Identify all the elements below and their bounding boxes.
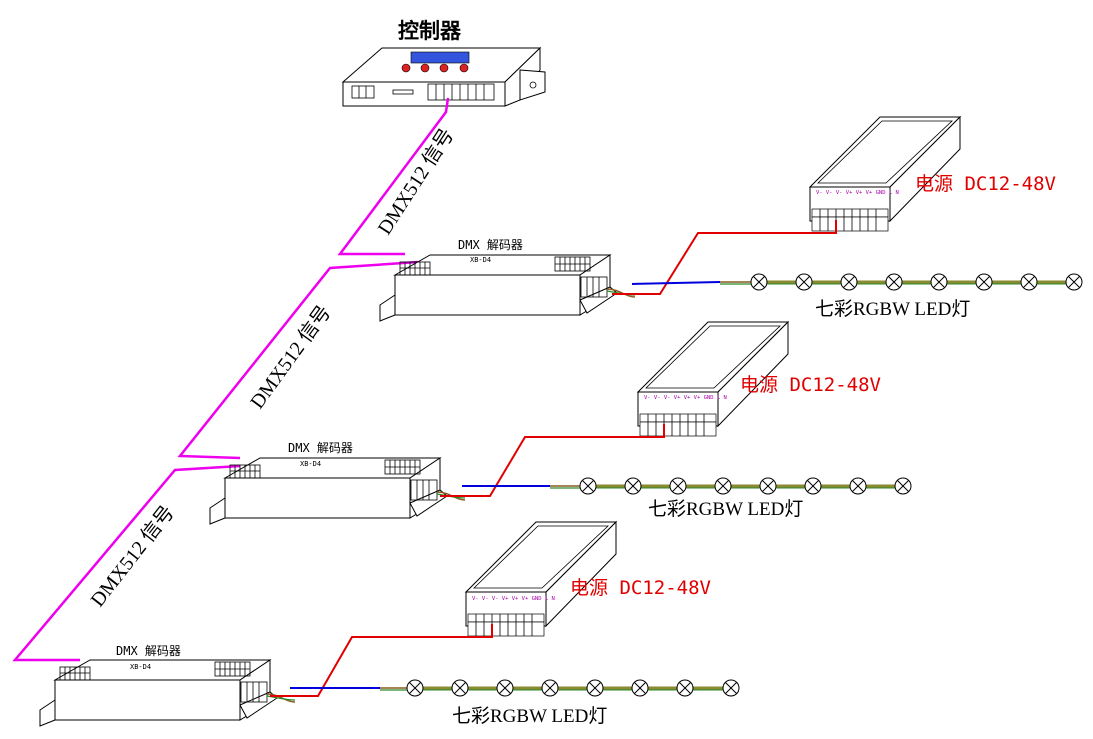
lamp-strip-1: 七彩RGBW LED灯 bbox=[750, 273, 1083, 320]
lamp-bulb-icon bbox=[885, 273, 903, 291]
decoder-2-label: DMX 解码器 bbox=[288, 441, 353, 455]
controller: 控制器 bbox=[341, 19, 546, 107]
lamp-bulb-icon bbox=[795, 273, 813, 291]
decoder-1: DMX 解码器 XB-D4 bbox=[379, 238, 636, 322]
lamp-bulb-icon bbox=[541, 679, 559, 697]
decoder-3: DMX 解码器 XB-D4 bbox=[39, 644, 296, 727]
controller-button bbox=[401, 63, 411, 73]
lamp-bulb-icon bbox=[586, 679, 604, 697]
dmx-wire-1 bbox=[337, 97, 450, 256]
lamp-2-label: 七彩RGBW LED灯 bbox=[648, 498, 803, 520]
controller-label: 控制器 bbox=[398, 19, 462, 43]
lamp-bulb-icon bbox=[750, 273, 768, 291]
lamp-3-label: 七彩RGBW LED灯 bbox=[452, 705, 607, 727]
power-supply-3: V- V- V- V+ V+ V+ GND L N 电源 DC12-48V bbox=[465, 521, 711, 637]
lamp-bulb-icon bbox=[496, 679, 514, 697]
psu-3-label: 电源 DC12-48V bbox=[570, 577, 711, 599]
lamp-bulb-icon bbox=[676, 679, 694, 697]
lamp-bulb-icon bbox=[930, 273, 948, 291]
lamp-bulb-icon bbox=[1020, 273, 1038, 291]
dmx-wire-3 bbox=[12, 464, 241, 662]
controller-button bbox=[420, 63, 430, 73]
power-supply-2: V- V- V- V+ V+ V+ GND L N 电源 DC12-48V bbox=[637, 321, 881, 437]
controller-button bbox=[439, 63, 449, 73]
power-supply-1: V- V- V- V+ V+ V+ GND L N 电源 DC12-48V bbox=[809, 116, 1056, 232]
lamp-bulb-icon bbox=[894, 477, 912, 495]
signal-label-3: DMX512 信号 bbox=[86, 501, 179, 611]
psu-2-terminals: V- V- V- V+ V+ V+ GND L N bbox=[644, 395, 727, 401]
lamp-1-label: 七彩RGBW LED灯 bbox=[815, 298, 970, 320]
lamp-bulb-icon bbox=[804, 477, 822, 495]
lamp-bulb-icon bbox=[714, 477, 732, 495]
decoder-2: DMX 解码器 XB-D4 bbox=[209, 441, 466, 525]
lamp-bulb-icon bbox=[631, 679, 649, 697]
lamp-strip-2: 七彩RGBW LED灯 bbox=[579, 477, 912, 520]
lamp-bulb-icon bbox=[840, 273, 858, 291]
controller-button bbox=[459, 63, 469, 73]
lamp-bulb-icon bbox=[451, 679, 469, 697]
lamp-strip-3: 七彩RGBW LED灯 bbox=[406, 679, 740, 727]
lamp-bulb-icon bbox=[406, 679, 424, 697]
lamp-bulb-icon bbox=[975, 273, 993, 291]
decoder-2-model: XB-D4 bbox=[300, 460, 321, 468]
lamp-bulb-icon bbox=[669, 477, 687, 495]
decoder-3-label: DMX 解码器 bbox=[116, 644, 181, 658]
dmx-wire-2 bbox=[177, 260, 419, 460]
decoder-1-model: XB-D4 bbox=[470, 256, 491, 264]
psu-2-label: 电源 DC12-48V bbox=[740, 374, 881, 396]
psu-1-terminals: V- V- V- V+ V+ V+ GND L N bbox=[816, 190, 899, 196]
signal-label-1: DMX512 信号 bbox=[373, 124, 459, 239]
lamp-bulb-icon bbox=[624, 477, 642, 495]
decoder-3-model: XB-D4 bbox=[130, 663, 151, 671]
controller-display bbox=[410, 51, 470, 64]
lamp-bulb-icon bbox=[579, 477, 597, 495]
dmx-signal-wires: DMX512 信号 DMX512 信号 DMX512 信号 bbox=[12, 97, 459, 662]
lamp-bulb-icon bbox=[759, 477, 777, 495]
decoder-1-label: DMX 解码器 bbox=[458, 238, 523, 252]
psu-3-terminals: V- V- V- V+ V+ V+ GND L N bbox=[472, 596, 555, 602]
lamp-bulb-icon bbox=[722, 679, 740, 697]
lamp-bulb-icon bbox=[849, 477, 867, 495]
lamp-bulb-icon bbox=[1065, 273, 1083, 291]
psu-1-label: 电源 DC12-48V bbox=[915, 173, 1056, 195]
